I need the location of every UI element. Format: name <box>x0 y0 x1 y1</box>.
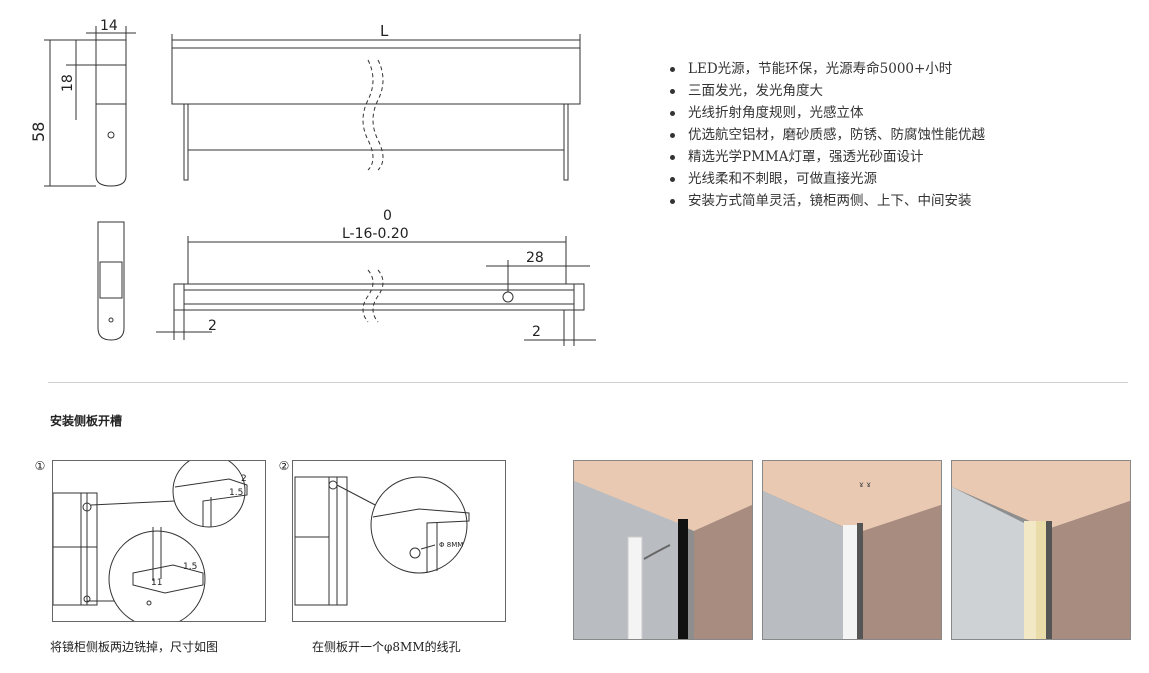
feature-item: 光线折射角度规则，光感立体 <box>668 102 985 124</box>
feature-list: LED光源，节能环保，光源寿命5000+小时 三面发光，发光角度大 光线折射角度… <box>668 58 985 212</box>
feature-item: 优选航空铝材，磨砂质感，防锈、防腐蚀性能优越 <box>668 124 985 146</box>
rail-top-view <box>173 283 585 311</box>
dim-left-margin: 2 <box>208 318 217 334</box>
step1-dim-a: 1.5 <box>229 488 243 498</box>
section-title: 安装侧板开槽 <box>50 414 123 428</box>
step2-number: ② <box>278 459 290 473</box>
step1-diagram: 1.5 2 1.5 11 <box>52 454 266 628</box>
dim-top-width: 14 <box>100 18 118 34</box>
feature-item: LED光源，节能环保，光源寿命5000+小时 <box>668 58 985 80</box>
feature-item: 光线柔和不刺眼，可做直接光源 <box>668 168 985 190</box>
dim-right-margin: 2 <box>532 324 541 340</box>
feature-item: 精选光学PMMA灯罩，强透光砂面设计 <box>668 146 985 168</box>
dim-top-offset: 18 <box>60 74 76 92</box>
feature-item: 三面发光，发光角度大 <box>668 80 985 102</box>
end-cap-view <box>97 221 125 341</box>
step1-number: ① <box>34 459 46 473</box>
step2-hole-label: Φ 8MM <box>439 541 463 549</box>
step1-drawing: 1.5 2 1.5 11 <box>52 454 248 628</box>
step1-dim-d: 11 <box>151 578 162 588</box>
step1-dim-b: 2 <box>241 474 247 484</box>
install-photo-2: ɤ ɤ <box>762 460 942 640</box>
dim-length: L <box>380 22 389 40</box>
dim-cut-length: L-16-0.20 <box>342 226 409 242</box>
step1-dim-c: 1.5 <box>183 562 197 572</box>
profile-front-view <box>171 47 581 105</box>
technical-drawing: 14 18 58 L 0 L-16-0.20 28 2 2 <box>29 18 596 346</box>
profile-side-view <box>95 39 127 187</box>
step2-drawing: Φ 8MM <box>294 476 470 606</box>
feature-item: 安装方式简单灵活，镜柜两侧、上下、中间安装 <box>668 190 985 212</box>
step2-caption: 在侧板开一个φ8MM的线孔 <box>312 640 461 654</box>
svg-text:ɤ ɤ: ɤ ɤ <box>859 480 871 489</box>
step2-diagram: Φ 8MM <box>292 460 506 622</box>
install-photo-3 <box>951 460 1131 640</box>
step1-caption: 将镜柜侧板两边铣掉，尺寸如图 <box>50 640 219 654</box>
section-divider <box>48 382 1128 383</box>
dim-height: 58 <box>29 122 48 142</box>
install-photo-1 <box>573 460 753 640</box>
dim-zero: 0 <box>383 208 392 224</box>
dim-hole-offset: 28 <box>526 250 544 266</box>
